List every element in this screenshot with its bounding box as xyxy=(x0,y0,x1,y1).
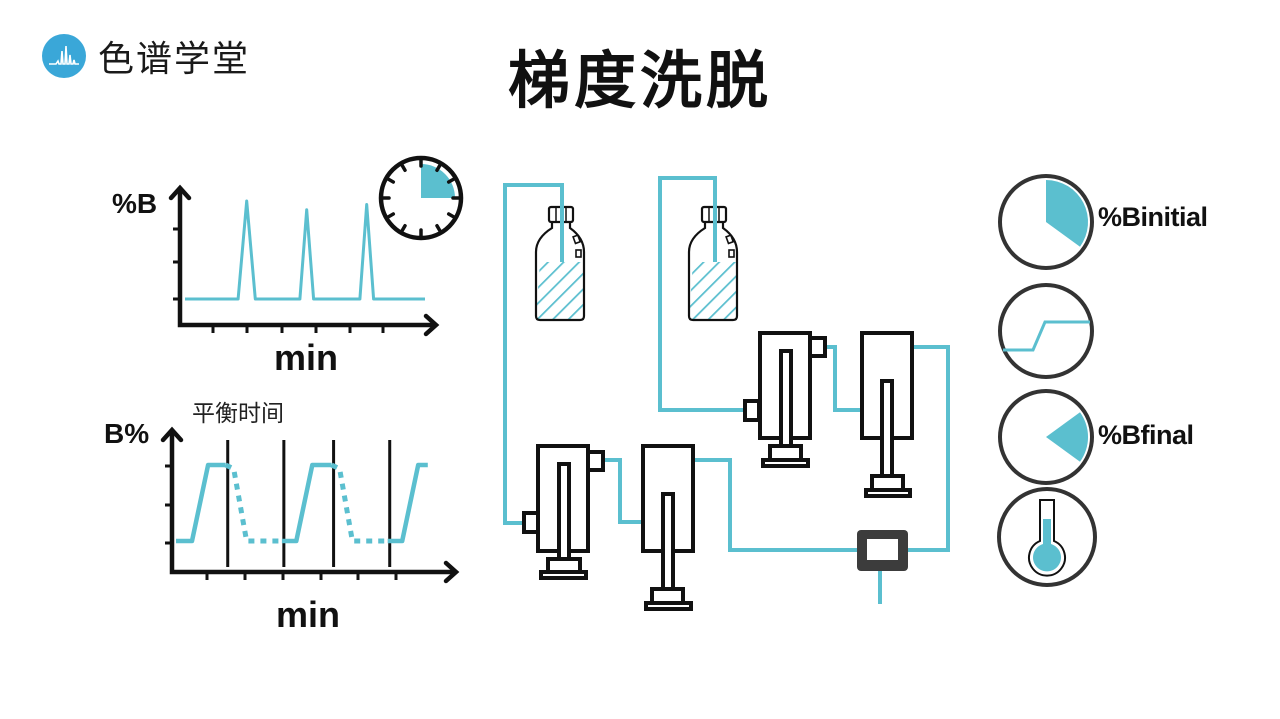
solvent-bottle-b xyxy=(687,200,739,322)
page-title: 梯度洗脱 xyxy=(507,44,772,117)
equilibration-time-annotation: 平衡时间 xyxy=(192,401,284,427)
pie-initial-icon xyxy=(998,174,1094,270)
gradient-step-icon xyxy=(998,283,1094,379)
stopwatch-tick xyxy=(385,212,396,220)
chart2-ticks xyxy=(165,464,398,580)
thermometer-flask-icon xyxy=(997,487,1097,587)
pump-a-piston-2 xyxy=(641,444,695,611)
gradient-line xyxy=(387,462,428,544)
stopwatch-tick xyxy=(399,162,407,173)
bfinal-label: %Bfinal xyxy=(1098,420,1194,450)
stopwatch-tick xyxy=(435,223,443,234)
lc-system xyxy=(503,176,950,611)
chromatogram-peaks-icon xyxy=(42,34,86,78)
x-axis-arrow xyxy=(423,313,440,337)
stopwatch-tick xyxy=(385,176,396,184)
chart1-series xyxy=(185,199,425,301)
axis-lines xyxy=(169,430,456,575)
equilibration-dotted-line xyxy=(224,462,282,544)
y-axis-arrow xyxy=(160,426,184,443)
stopwatch-tick xyxy=(446,176,457,184)
chart-isocratic: %B min xyxy=(112,184,440,378)
chart2-axes xyxy=(160,426,460,584)
chart2-xlabel: min xyxy=(276,594,340,635)
pump-b-piston-2 xyxy=(860,331,914,498)
pump-a-piston-1 xyxy=(522,444,605,580)
y-axis-arrow xyxy=(168,184,192,201)
chart1-ticks xyxy=(173,227,385,333)
stopwatch-tick xyxy=(435,162,443,173)
gradient-line xyxy=(281,462,332,544)
brand-logo: 色谱学堂 xyxy=(42,30,250,82)
stopwatch-quarter-icon xyxy=(378,155,464,241)
pump-b-piston-1 xyxy=(743,331,827,468)
gradient-line xyxy=(176,462,226,544)
binitial-label: %Binitial xyxy=(1098,202,1208,232)
brand-name: 色谱学堂 xyxy=(98,39,251,80)
equilibration-dotted-line xyxy=(330,462,388,544)
parameter-icons: %Binitial %Bfinal xyxy=(997,174,1208,587)
stopwatch-tick xyxy=(446,212,457,220)
chart2-vertical-markers xyxy=(226,440,392,567)
stopwatch-tick xyxy=(399,223,407,234)
chart1-xlabel: min xyxy=(274,337,338,378)
series-line xyxy=(185,199,425,301)
x-axis-arrow xyxy=(443,560,460,584)
chart-gradient: B% min 平衡时间 xyxy=(104,401,460,635)
solvent-bottle-a xyxy=(534,200,586,322)
chart2-ylabel: B% xyxy=(104,418,149,449)
mixer-detector xyxy=(857,530,908,571)
pie-final-icon xyxy=(998,389,1094,485)
chart1-ylabel: %B xyxy=(112,188,157,219)
chart2-series xyxy=(176,462,428,544)
